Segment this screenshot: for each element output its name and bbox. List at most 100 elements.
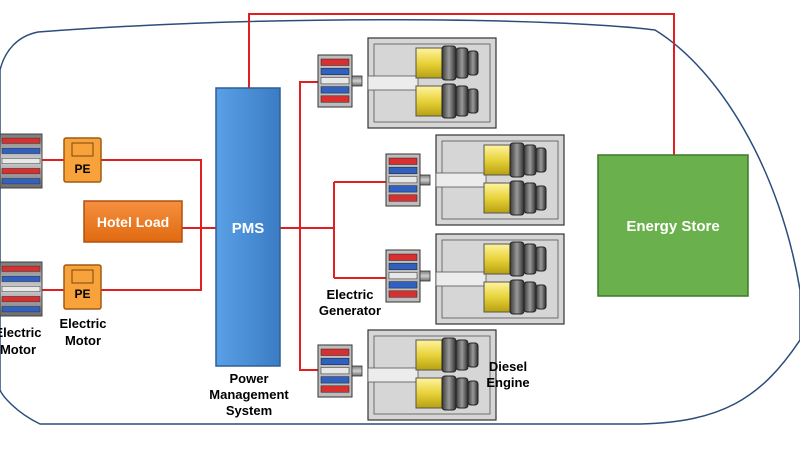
engine-cylinder-head	[483, 144, 511, 176]
generator-band	[320, 67, 350, 75]
engine-coupling	[435, 172, 487, 188]
pms-box: PMS	[215, 87, 281, 367]
engine-cylinder	[441, 45, 457, 81]
engine-cylinder	[455, 85, 469, 117]
hotel-load-box: Hotel Load	[83, 200, 183, 243]
generator-band	[320, 77, 350, 85]
motor-band	[1, 306, 41, 313]
engine-cylinder	[523, 243, 537, 275]
engine-cylinder	[535, 185, 547, 211]
engine-cylinder	[535, 284, 547, 310]
engine-cylinder	[455, 377, 469, 409]
engine-cylinder-head	[415, 339, 443, 371]
motor-band	[1, 147, 41, 154]
hotel-load-label: Hotel Load	[97, 214, 169, 230]
motor-band	[1, 137, 41, 144]
generator-band	[388, 253, 418, 261]
generator-band	[320, 95, 350, 103]
engine-cylinder	[455, 339, 469, 371]
energy-store-label: Energy Store	[626, 218, 719, 235]
engine-cylinder	[509, 279, 525, 315]
caption-engine-line1: Diesel	[489, 359, 527, 374]
engine-cylinder	[523, 281, 537, 313]
generator-band	[388, 194, 418, 202]
generator-shaft	[419, 174, 431, 186]
genset-1	[317, 37, 497, 129]
electric-motor-bottom	[0, 261, 43, 317]
engine-cylinder-head	[483, 243, 511, 275]
caption-generator: Electric Generator	[319, 287, 381, 318]
engine-cylinder	[455, 47, 469, 79]
genset-2	[385, 134, 565, 226]
generator-band	[388, 272, 418, 280]
caption-generator-line1: Electric	[327, 287, 374, 302]
pe-bottom-cable	[101, 228, 202, 291]
caption-motor-right-line2: Motor	[65, 333, 101, 348]
engine-cylinder-head	[415, 85, 443, 117]
motor-band	[1, 296, 41, 303]
generator-band	[388, 176, 418, 184]
motor-band	[1, 286, 41, 292]
generator-shaft	[419, 270, 431, 282]
caption-motor-left-line1: Electric	[0, 325, 41, 340]
caption-pms: Power Management System	[209, 371, 289, 418]
motor-band	[1, 275, 41, 282]
engine-coupling	[367, 75, 419, 91]
caption-motor-left: Electric Motor	[0, 325, 41, 357]
caption-motor-left-line2: Motor	[0, 342, 36, 357]
engine-cylinder	[441, 337, 457, 373]
motor-band	[1, 265, 41, 272]
genset-3	[385, 233, 565, 325]
energy-store-cable	[248, 13, 675, 155]
pms-label: PMS	[232, 220, 265, 237]
pe-box-bottom: PE	[63, 264, 102, 310]
engine-cylinder	[509, 241, 525, 277]
engine-cylinder-head	[415, 47, 443, 79]
electric-motor-top	[0, 133, 43, 189]
engine-cylinder	[535, 246, 547, 272]
caption-pms-line3: System	[226, 403, 272, 418]
generator-band	[388, 166, 418, 174]
engine-cylinder	[509, 142, 525, 178]
generator-band	[320, 367, 350, 375]
engine-coupling	[435, 271, 487, 287]
motor-band	[1, 158, 41, 164]
generator-band	[388, 281, 418, 289]
caption-pms-line2: Management	[209, 387, 289, 402]
generator-band	[320, 58, 350, 66]
engine-cylinder	[467, 88, 479, 114]
bus-vertical-lower	[299, 228, 318, 371]
caption-generator-line2: Generator	[319, 303, 381, 318]
motor-band	[1, 178, 41, 185]
engine-cylinder	[467, 50, 479, 76]
generator-shaft	[351, 75, 363, 87]
pe-top-label: PE	[74, 162, 90, 176]
engine-cylinder-head	[483, 182, 511, 214]
caption-pms-line1: Power	[229, 371, 268, 386]
engine-cylinder	[535, 147, 547, 173]
engine-cylinder	[509, 180, 525, 216]
caption-engine: Diesel Engine	[486, 359, 529, 390]
engine-cylinder	[441, 83, 457, 119]
generator-band	[388, 290, 418, 298]
engine-cylinder	[523, 144, 537, 176]
energy-store-box: Energy Store	[597, 154, 749, 297]
caption-engine-line2: Engine	[486, 375, 529, 390]
genset-4	[317, 329, 497, 421]
generator-band	[320, 376, 350, 384]
generator-band	[320, 348, 350, 356]
generator-band	[320, 86, 350, 94]
caption-motor-right: Electric Motor	[60, 316, 107, 348]
engine-cylinder	[441, 375, 457, 411]
engine-cylinder-head	[483, 281, 511, 313]
engine-cylinder	[467, 380, 479, 406]
pe-box-top: PE	[63, 137, 102, 183]
caption-motor-right-line1: Electric	[60, 316, 107, 331]
generator-band	[388, 157, 418, 165]
engine-cylinder	[467, 342, 479, 368]
engine-cylinder-head	[415, 377, 443, 409]
generator-band	[388, 185, 418, 193]
bus-vertical-upper	[299, 81, 318, 228]
